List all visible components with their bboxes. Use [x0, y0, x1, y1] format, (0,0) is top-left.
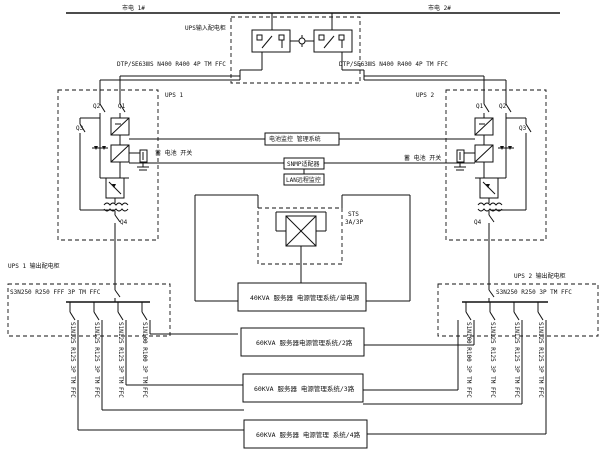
ups1-battery-label: 蓄 电池 开关: [155, 149, 192, 157]
sts-title: STS: [348, 211, 359, 218]
ups1-branch-label-3: S1N125 R125 3P TM FFC: [93, 322, 100, 398]
ups2-branch-label-2: S1N125 R125 3P TM FFC: [489, 322, 496, 398]
ups2-battery-label: 蓄 电池 开关: [404, 154, 441, 162]
ups2-output-cabinet: [437, 283, 599, 337]
load-label-2: 60KVA 服务器电源管理系统/2路: [256, 338, 353, 347]
battery-monitor-label: 电池监控 管理系统: [269, 135, 321, 143]
ups1-branch-label-1: S1N100 R100 3P TM FFC: [141, 322, 148, 398]
load-box-2: [240, 327, 365, 357]
interlock-icon: [298, 37, 306, 45]
load-label-3: 60KVA 服务器 电源管理系统/3路: [254, 384, 355, 393]
mains-1-label: 市电 1#: [122, 4, 145, 12]
ups2-title: UPS 2: [416, 92, 434, 99]
load-box-3: [242, 373, 364, 403]
ups1-main-breaker-label: S3N250 R250 FFF 3P TM FFC: [10, 289, 101, 296]
ups1-branch-label-2: S1N125 R125 3P TM FFC: [117, 322, 124, 398]
ups2-q2-label: Q2: [499, 103, 507, 110]
load-label-4: 60KVA 服务器 电源管理 系统/4路: [256, 430, 361, 439]
input-breaker-left-label: DTP/SE63ⅢS N400 R400 4P TM FFC: [117, 61, 226, 68]
ups1-output-cabinet: [7, 283, 171, 337]
ups2-q4-label: Q4: [474, 219, 482, 226]
ups-input-cabinet: [230, 16, 361, 84]
ups1-title: UPS 1: [165, 92, 183, 99]
input-breaker-left: [251, 29, 291, 53]
ups2-q1-label: Q1: [476, 103, 484, 110]
load-box-4: [243, 419, 368, 449]
sts-cabinet: [257, 207, 343, 265]
snmp-label: SNMP适配器: [287, 160, 319, 168]
ups2-branch-label-3: S1N125 R125 3P TM FFC: [513, 322, 520, 398]
input-breaker-right-label: DTP/SE63ⅢS N400 R400 4P TM FFC: [339, 61, 448, 68]
ups1-q3-label: Q3: [76, 125, 84, 132]
ups1-branch-label-4: S1N125 R125 3P TM FFC: [69, 322, 76, 398]
ups1-transformer: [103, 202, 129, 206]
ups1-cabinet: [57, 89, 159, 241]
load-box-1: [237, 282, 367, 312]
ups1-output-title: UPS 1 输出配电柜: [8, 262, 60, 270]
lan-label: LAN远程监控: [286, 176, 321, 184]
ups-input-cabinet-title: UPS输入配电柜: [185, 24, 226, 32]
ups2-cabinet: [445, 89, 547, 241]
ups2-branch-label-1: S1N100 R100 3P TM FFC: [465, 322, 472, 398]
ups1-q2-label: Q2: [93, 103, 101, 110]
ups2-main-breaker-label: S3N250 R250 3P TM FFC: [496, 289, 572, 296]
load-label-1: 40KVA 服务器 电源管理系统/单电源: [250, 293, 360, 302]
ups2-q3-label: Q3: [519, 125, 527, 132]
ups2-transformer: [477, 202, 503, 206]
input-breaker-right: [313, 29, 353, 53]
ups1-q4-label: Q4: [120, 219, 128, 226]
ups2-branch-label-4: S1N125 R125 3P TM FFC: [537, 322, 544, 398]
sts-rating: 3A/3P: [345, 219, 363, 226]
ups2-output-title: UPS 2 输出配电柜: [514, 272, 566, 280]
mains-2-label: 市电 2#: [428, 4, 451, 12]
